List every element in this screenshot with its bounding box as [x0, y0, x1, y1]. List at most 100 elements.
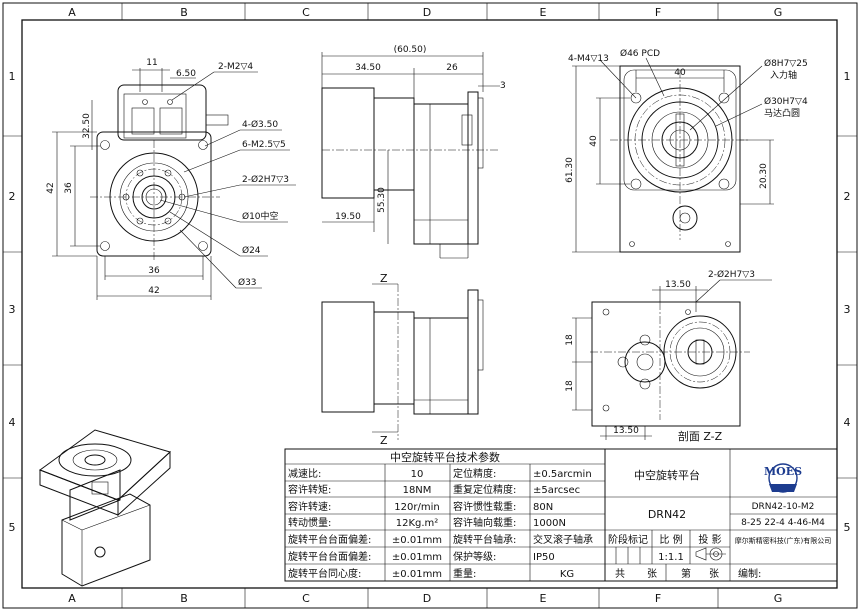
product-name: 中空旋转平台	[634, 468, 700, 482]
section-view-dimensions: 13.50 2-Ø2H7▽3 18 18 13.50 剖面 Z-Z	[565, 269, 772, 443]
part-number: DRN42-10-M2	[752, 502, 815, 512]
spec-value: 18NM	[403, 485, 432, 496]
note-input-shaft: 入力轴	[770, 69, 797, 81]
dim-40-vertical: 40	[589, 135, 599, 147]
row-label-1: 1	[9, 70, 16, 83]
section-view-z-z	[590, 301, 750, 427]
col-label-c: C	[302, 6, 310, 19]
page-unit-label: 张	[709, 568, 719, 580]
dim-3: 3	[500, 81, 506, 91]
col-label-e-bottom: E	[540, 592, 547, 605]
spec-value: ±5arcsec	[533, 485, 580, 496]
dim-26: 26	[446, 63, 458, 73]
projection-label: 投 影	[698, 533, 721, 546]
note-2-d2h7: 2-Ø2H7▽3	[242, 174, 289, 185]
col-label-d: D	[423, 6, 431, 19]
col-label-a-bottom: A	[68, 592, 76, 605]
right-view	[610, 65, 750, 253]
spec-value: ±0.5arcmin	[533, 469, 592, 480]
spec-value: ±0.01mm	[392, 535, 442, 546]
note-d24: Ø24	[242, 245, 261, 256]
spec-value: 10	[411, 469, 424, 480]
note-4-d3-50: 4-Ø3.50	[242, 119, 278, 130]
spec-label: 容许惯性载重:	[453, 500, 516, 513]
spec-table-title: 中空旋转平台技术参数	[390, 450, 500, 464]
dim-11: 11	[146, 58, 157, 68]
dim-6-50: 6.50	[176, 69, 196, 79]
page-label: 第	[681, 567, 691, 580]
dim-36-horizontal: 36	[148, 266, 160, 276]
spec-label: 减速比:	[288, 468, 321, 480]
note-d46-pcd: Ø46 PCD	[620, 48, 660, 59]
spec-label: 定位精度:	[453, 467, 496, 480]
company-name: 摩尔斯精密科技(广东)有限公司	[735, 536, 831, 545]
row-label-3: 3	[9, 303, 16, 316]
row-markers-left: 1 2 3 4 5	[3, 70, 22, 534]
note-d30h7: Ø30H7▽4	[764, 96, 808, 107]
column-markers-bottom: A B C D E F G	[68, 588, 782, 608]
row-label-5: 5	[9, 521, 16, 534]
scale-value: 1:1.1	[658, 552, 684, 563]
row-label-4-right: 4	[844, 416, 851, 429]
logo-text: MOES	[764, 465, 802, 478]
col-label-b: B	[180, 6, 188, 19]
note-d10-hollow: Ø10中空	[242, 210, 279, 222]
spec-label: 容许转速:	[288, 500, 331, 513]
section-label: 剖面 Z-Z	[678, 429, 723, 443]
dim-36-vertical: 36	[64, 182, 74, 194]
col-label-b-bottom: B	[180, 592, 188, 605]
section-marker-z-bottom: Z	[380, 434, 388, 447]
col-label-d-bottom: D	[423, 592, 431, 605]
row-markers-right: 1 2 3 4 5	[837, 70, 857, 534]
spec-value: IP50	[533, 552, 555, 563]
spec-value: ±0.01mm	[392, 552, 442, 563]
col-label-g: G	[774, 6, 783, 19]
spec-value: KG	[560, 569, 574, 580]
sheets-label: 张	[647, 568, 657, 580]
note-d8h7: Ø8H7▽25	[764, 58, 808, 69]
model-number: DRN42	[648, 508, 686, 521]
editor-label: 编制:	[738, 567, 761, 580]
spec-label: 容许转矩:	[288, 483, 331, 496]
column-markers-top: A B C D E F G	[68, 3, 782, 20]
projection-symbol-icon	[695, 547, 726, 561]
dim-40-horizontal: 40	[674, 68, 686, 78]
title-block: 中空旋转平台 DRN42 MOES DRN42-10-M2 8-25 22-4 …	[604, 448, 838, 582]
right-view-dimensions: 40 40 61.30 20.30 4-M4▽13 Ø46 PCD Ø8H7▽2…	[565, 48, 808, 253]
dim-61-30: 61.30	[565, 157, 575, 183]
spec-label: 旋转平台台面偏差:	[288, 550, 371, 563]
spec-value: 12Kg.m²	[396, 518, 439, 529]
dim-13-50-top: 13.50	[665, 280, 691, 290]
stage-label: 阶段标记	[608, 533, 648, 546]
dim-34-50: 34.50	[355, 63, 381, 73]
dim-32-50: 32.50	[82, 113, 92, 139]
dim-60-50: (60.50)	[394, 45, 427, 55]
front-view-dimensions: 11 6.50 32.50 42 36 36 42 2-M2▽4 4-Ø3.50…	[46, 58, 296, 300]
note-d33: Ø33	[238, 277, 257, 288]
dim-20-30: 20.30	[759, 163, 769, 189]
row-label-4: 4	[9, 416, 16, 429]
spec-label: 保护等级:	[453, 550, 496, 563]
spec-label: 旋转平台轴承:	[453, 533, 516, 546]
note-2-m2: 2-M2▽4	[218, 62, 253, 72]
note-4-m4: 4-M4▽13	[568, 54, 609, 64]
spec-label: 容许轴向载重:	[453, 516, 516, 529]
spec-table: 中空旋转平台技术参数 减速比: 10 定位精度: ±0.5arcmin 容许转矩…	[284, 448, 606, 582]
note-6-m2-5: 6-M2.5▽5	[242, 140, 286, 150]
col-label-f-bottom: F	[655, 592, 661, 605]
spec-value: 120r/min	[394, 502, 439, 513]
row-label-2: 2	[9, 190, 16, 203]
spec-value: ±0.01mm	[392, 569, 442, 580]
row-label-3-right: 3	[844, 303, 851, 316]
side-view-dimensions: (60.50) 34.50 26 3 19.50 55.30	[321, 45, 506, 244]
spec-label: 旋转平台同心度:	[288, 567, 361, 580]
spec-label: 转动惯量:	[288, 516, 331, 529]
dim-19-50: 19.50	[335, 212, 361, 222]
col-label-c-bottom: C	[302, 592, 310, 605]
note-motor-boss: 马达凸圆	[764, 107, 800, 119]
spec-value: 80N	[533, 502, 553, 513]
front-view	[90, 84, 229, 262]
dim-42-horizontal: 42	[148, 286, 159, 296]
col-label-f: F	[655, 6, 661, 19]
